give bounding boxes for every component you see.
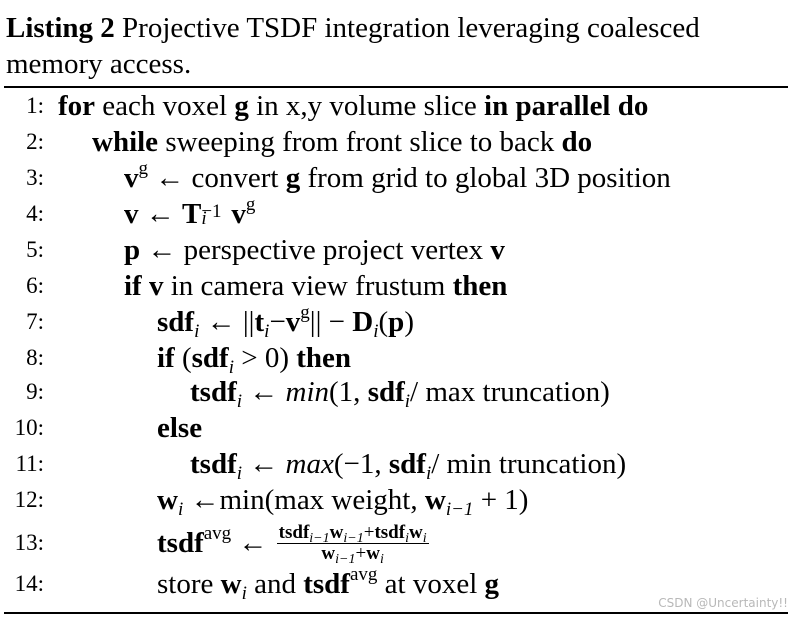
line-code: if v in camera view frustum then — [124, 270, 508, 302]
fraction-numerator: tsdfi−1wi−1+tsdfiwi — [276, 521, 429, 546]
fraction-denominator: wi−1+wi — [321, 542, 384, 567]
line-number: 14: — [14, 571, 44, 596]
line-code: p ← perspective project vertex v — [124, 234, 505, 266]
line-number: 9: — [26, 379, 44, 404]
line-number: 4: — [26, 201, 44, 226]
line-code: if (sdfi > 0) then — [157, 342, 352, 378]
line-number: 5: — [26, 237, 44, 262]
line-number: 3: — [26, 165, 44, 190]
line-number: 2: — [26, 129, 44, 154]
line-code: store wi and tsdfavg at voxel g — [157, 564, 500, 604]
listing-label: Listing 2 — [6, 12, 115, 44]
line-code: for each voxel g in x,y volume slice in … — [58, 90, 649, 122]
line-number: 6: — [26, 273, 44, 298]
watermark: CSDN @Uncertainty!! — [658, 596, 788, 610]
line-code: while sweeping from front slice to back … — [92, 126, 593, 158]
line-number: 10: — [14, 415, 44, 440]
bottom-rule — [4, 612, 788, 614]
listing-caption: Listing 2 Projective TSDF integration le… — [6, 10, 790, 82]
line-number: 11: — [15, 451, 44, 476]
line-code: wi ←min(max weight, wi−1 + 1) — [157, 484, 529, 520]
line-code: sdfi ← ||ti−vg|| − Di(p) — [157, 302, 414, 342]
line-number: 8: — [26, 345, 44, 370]
line-code: else — [157, 412, 203, 444]
line-number: 12: — [14, 487, 44, 512]
listing-title: Projective TSDF integration leveraging c… — [6, 12, 700, 80]
line-number: 1: — [26, 93, 44, 118]
top-rule — [4, 86, 788, 88]
line-code: tsdfi ← min(1, sdfi/ max truncation) — [190, 376, 610, 412]
line-number: 13: — [14, 530, 44, 555]
line-number: 7: — [26, 309, 44, 334]
line-code: tsdfi ← max(−1, sdfi/ min truncation) — [190, 448, 627, 484]
line-code: vg ← convert g from grid to global 3D po… — [124, 158, 671, 194]
